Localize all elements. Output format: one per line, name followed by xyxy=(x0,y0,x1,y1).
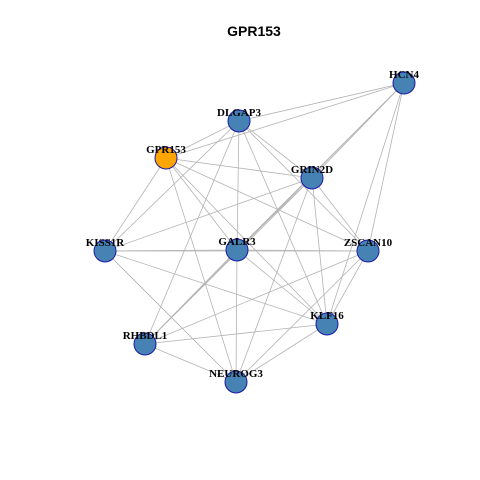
edge-layer xyxy=(104,82,405,383)
edge-gpr153-kiss1r xyxy=(104,157,167,252)
node-label-neurog3: NEUROG3 xyxy=(209,368,263,380)
edge-galr3-zscan10 xyxy=(236,249,369,252)
edge-rhbdl1-neurog3 xyxy=(144,343,237,383)
node-grin2d xyxy=(300,166,324,190)
edge-zscan10-rhbdl1 xyxy=(144,250,369,345)
node-neurog3 xyxy=(224,370,248,394)
edge-dlgap3-grin2d xyxy=(238,120,313,179)
node-hcn4 xyxy=(392,71,416,95)
node-label-grin2d: GRIN2D xyxy=(291,164,333,176)
edge-gpr153-grin2d xyxy=(165,157,313,179)
edge-gpr153-neurog3 xyxy=(165,157,237,383)
edge-gpr153-zscan10 xyxy=(165,157,369,252)
node-layer xyxy=(93,71,416,394)
edge-klf16-rhbdl1 xyxy=(144,323,328,345)
node-zscan10 xyxy=(356,239,380,263)
node-label-rhbdl1: RHBDL1 xyxy=(123,330,168,342)
edge-grin2d-rhbdl1 xyxy=(144,177,313,345)
node-rhbdl1 xyxy=(133,332,157,356)
node-label-dlgap3: DLGAP3 xyxy=(217,107,262,119)
edge-klf16-neurog3 xyxy=(235,323,328,383)
node-label-kiss1r: KISS1R xyxy=(86,237,126,249)
node-label-galr3: GALR3 xyxy=(218,236,256,248)
node-label-hcn4: HCN4 xyxy=(389,69,419,81)
edge-zscan10-neurog3 xyxy=(235,250,369,383)
edge-dlgap3-klf16 xyxy=(238,120,328,325)
edge-dlgap3-kiss1r xyxy=(104,120,240,252)
node-klf16 xyxy=(315,312,339,336)
edge-hcn4-zscan10 xyxy=(367,82,405,252)
edge-galr3-rhbdl1 xyxy=(144,249,238,345)
edge-hcn4-gpr153 xyxy=(165,82,405,159)
edge-dlgap3-gpr153 xyxy=(165,120,240,159)
node-label-klf16: KLF16 xyxy=(310,310,344,322)
node-kiss1r xyxy=(93,239,117,263)
edge-hcn4-klf16 xyxy=(326,82,405,325)
edge-kiss1r-klf16 xyxy=(104,250,328,325)
edge-grin2d-zscan10 xyxy=(311,177,369,252)
node-dlgap3 xyxy=(227,109,251,133)
edge-hcn4-dlgap3 xyxy=(238,82,405,122)
node-galr3 xyxy=(225,238,249,262)
node-label-gpr153: GPR153 xyxy=(146,144,186,156)
edge-kiss1r-neurog3 xyxy=(104,250,237,383)
node-label-zscan10: ZSCAN10 xyxy=(344,237,393,249)
edge-zscan10-klf16 xyxy=(326,250,369,325)
edge-galr3-neurog3 xyxy=(235,249,238,383)
edge-grin2d-kiss1r xyxy=(104,177,313,252)
graph-title: GPR153 xyxy=(227,23,281,39)
edge-gpr153-galr3 xyxy=(165,157,238,251)
edge-dlgap3-galr3 xyxy=(236,120,240,251)
node-gpr153 xyxy=(154,146,178,170)
